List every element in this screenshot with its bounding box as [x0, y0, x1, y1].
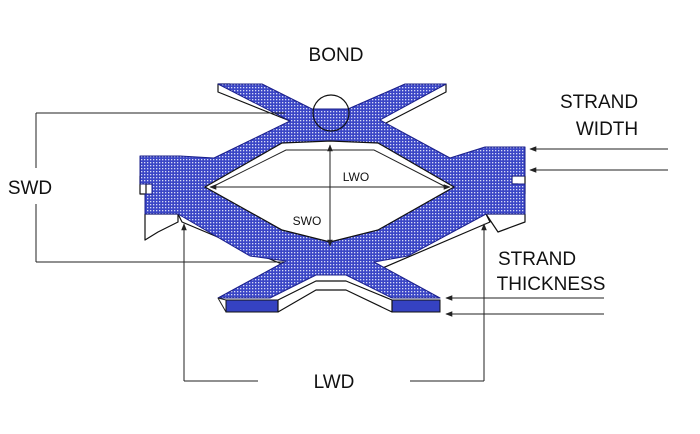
lwd-dimension: [181, 223, 487, 382]
swo-label: SWO: [293, 214, 322, 228]
strand-edge-solid-left: [225, 299, 279, 313]
lwd-label: LWD: [314, 372, 355, 393]
bond-circle: [312, 94, 350, 132]
strand-edge-face: [144, 213, 179, 241]
strand-thickness-label-line2: THICKNESS: [497, 274, 606, 295]
swd-dimension: [35, 112, 285, 263]
strand-width-label-line2: WIDTH: [576, 119, 638, 140]
strand-edge-face: [485, 213, 526, 233]
mesh-structure: [139, 83, 526, 313]
strand-thickness-dimension: [445, 295, 604, 317]
strand-edge-solid-right: [391, 299, 441, 313]
strand-width-dimension: [529, 146, 668, 173]
strand-width-label-line1: STRAND: [560, 92, 638, 113]
lwo-label: LWO: [343, 170, 369, 184]
swd-label: SWD: [8, 178, 52, 199]
bottom-bond-face: [277, 280, 393, 313]
bond-label: BOND: [309, 45, 364, 66]
strand-thickness-label-line1: STRAND: [498, 249, 576, 270]
